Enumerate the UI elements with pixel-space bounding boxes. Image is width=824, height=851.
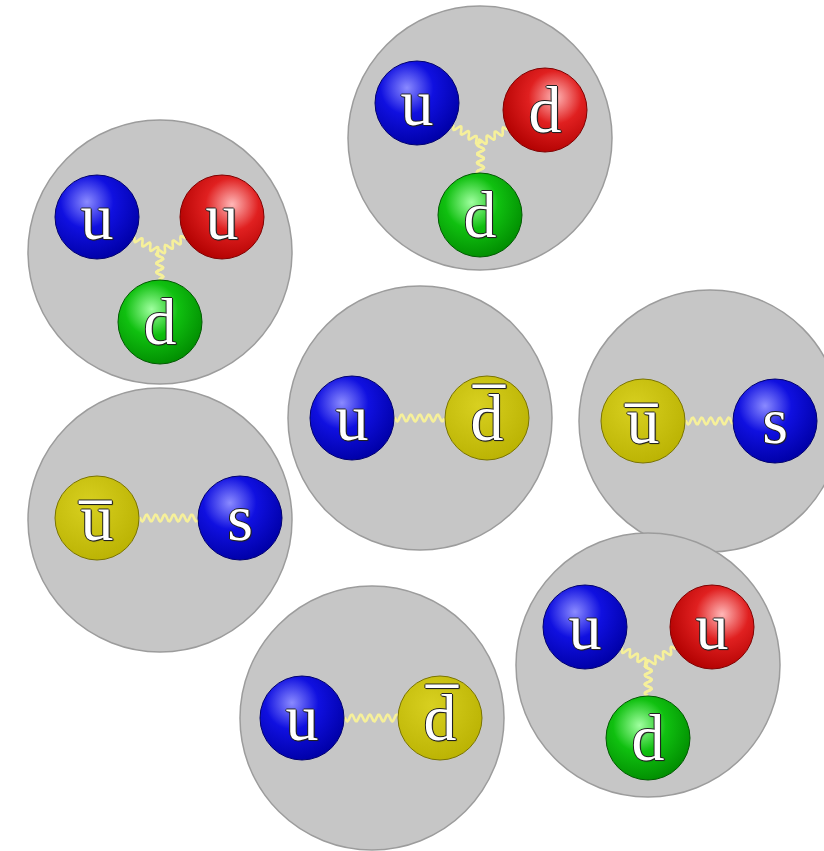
quark-ball [733, 379, 817, 463]
hadron-ball [240, 586, 504, 850]
hadron-node: udd [347, 5, 613, 271]
hadron-ball [516, 533, 780, 797]
quark-ball [310, 376, 394, 460]
quark-node: s [197, 475, 283, 561]
quark-label: u [669, 584, 755, 670]
quark-label: d̅ [397, 675, 483, 761]
quark-node: u [309, 375, 395, 461]
hadron-node: uud [27, 119, 293, 385]
quark-ball [445, 376, 529, 460]
hadron-ball [348, 6, 612, 270]
quark-label: d [117, 279, 203, 365]
hadron-ball [28, 388, 292, 652]
quark-ball [601, 379, 685, 463]
hadron-ball [288, 286, 552, 550]
quark-node: d̅ [444, 375, 530, 461]
quark-label: u [374, 60, 460, 146]
quark-node: u [374, 60, 460, 146]
quark-label: u [259, 675, 345, 761]
hadron-ball [28, 120, 292, 384]
quark-label: u [179, 174, 265, 260]
quark-label: u̅ [54, 475, 140, 561]
quark-label: u̅ [600, 378, 686, 464]
quark-node: d [437, 172, 523, 258]
quark-node: u̅ [600, 378, 686, 464]
quark-node: u [669, 584, 755, 670]
quark-node: d̅ [397, 675, 483, 761]
quark-node: d [605, 695, 691, 781]
quark-ball [670, 585, 754, 669]
quark-label: s [732, 378, 818, 464]
quark-ball [375, 61, 459, 145]
quark-node: u [542, 584, 628, 670]
quark-ball [543, 585, 627, 669]
quark-ball [198, 476, 282, 560]
hadron-node: uud [515, 532, 781, 798]
quark-ball [606, 696, 690, 780]
quark-label: u [309, 375, 395, 461]
quark-node: d [502, 67, 588, 153]
hadron-ball [579, 290, 824, 552]
quark-node: d [117, 279, 203, 365]
quark-label: d [605, 695, 691, 781]
quark-label: s [197, 475, 283, 561]
quark-label: d̅ [444, 375, 530, 461]
quark-label: d [502, 67, 588, 153]
hadron-node: u̅ s [27, 387, 293, 653]
quark-node: s [732, 378, 818, 464]
quark-label: u [542, 584, 628, 670]
hadron-node: u d̅ [287, 285, 553, 551]
quark-label: d [437, 172, 523, 258]
quark-label: u [54, 174, 140, 260]
quark-ball [398, 676, 482, 760]
quark-ball [118, 280, 202, 364]
quark-ball [260, 676, 344, 760]
quark-ball [55, 476, 139, 560]
quark-ball [503, 68, 587, 152]
hadron-node: u d̅ [239, 585, 505, 851]
quark-node: u [179, 174, 265, 260]
quark-node: u [259, 675, 345, 761]
quark-ball [55, 175, 139, 259]
quark-node: u [54, 174, 140, 260]
quark-node: u̅ [54, 475, 140, 561]
hadron-node: u̅ s [578, 289, 824, 553]
quark-ball [180, 175, 264, 259]
quark-ball [438, 173, 522, 257]
